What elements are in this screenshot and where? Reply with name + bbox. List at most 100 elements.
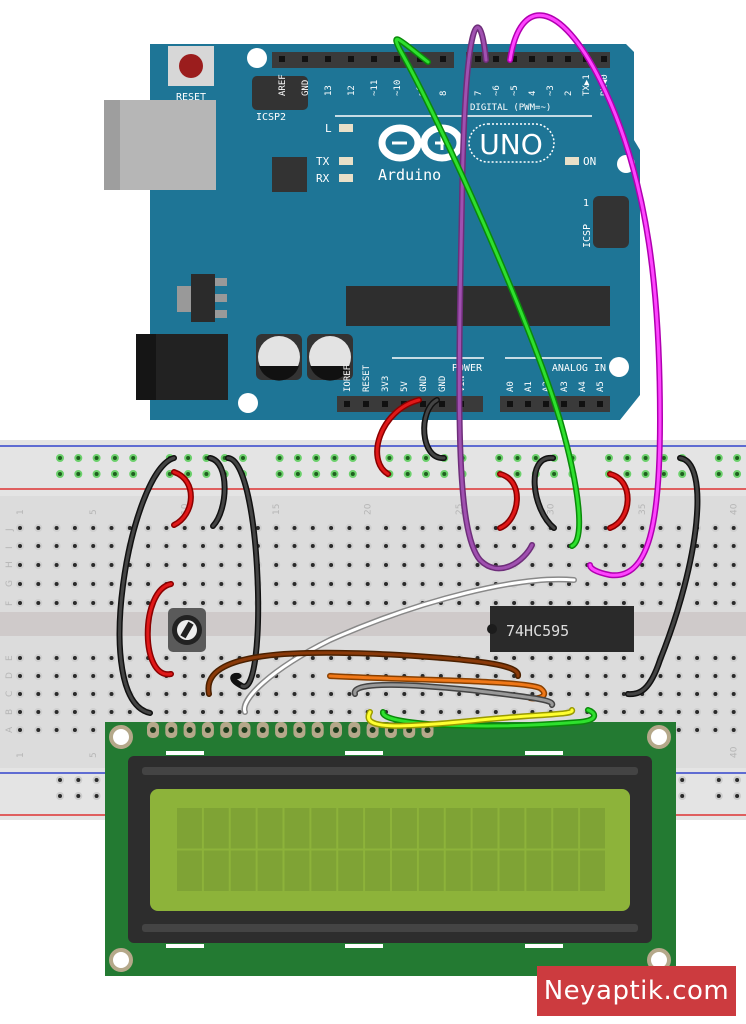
terminal-hole[interactable] [217,708,226,716]
terminal-hole[interactable] [363,580,372,588]
terminal-hole[interactable] [528,524,537,532]
terminal-hole[interactable] [601,599,610,607]
terminal-hole[interactable] [199,542,207,550]
analog-pin[interactable] [579,401,585,407]
terminal-hole[interactable] [674,690,683,698]
power-pin[interactable] [344,401,350,407]
rail-hole[interactable] [641,470,650,478]
terminal-hole[interactable] [217,524,226,532]
terminal-hole[interactable] [638,580,647,588]
terminal-hole[interactable] [473,708,482,716]
terminal-hole[interactable] [52,561,61,569]
terminal-hole[interactable] [601,672,610,680]
terminal-hole[interactable] [711,561,720,569]
terminal-hole[interactable] [601,690,610,698]
terminal-hole[interactable] [162,599,171,607]
digital-pin[interactable] [440,56,446,62]
terminal-hole[interactable] [235,690,244,698]
terminal-hole[interactable] [729,726,738,734]
terminal-hole[interactable] [565,672,573,680]
terminal-hole[interactable] [180,580,189,588]
terminal-hole[interactable] [382,561,390,569]
terminal-hole[interactable] [217,672,226,680]
rail-hole[interactable] [74,776,83,784]
terminal-hole[interactable] [693,599,702,607]
terminal-hole[interactable] [711,542,720,550]
digital-pin[interactable] [601,56,607,62]
terminal-hole[interactable] [70,708,79,716]
rail-hole[interactable] [129,470,138,478]
terminal-hole[interactable] [473,580,482,588]
terminal-hole[interactable] [546,654,555,662]
rail-hole[interactable] [495,454,504,462]
terminal-hole[interactable] [528,672,537,680]
terminal-hole[interactable] [199,580,207,588]
rail-hole[interactable] [733,454,742,462]
terminal-hole[interactable] [34,580,43,588]
terminal-hole[interactable] [34,726,43,734]
terminal-hole[interactable] [16,726,24,734]
terminal-hole[interactable] [436,708,445,716]
terminal-hole[interactable] [400,580,409,588]
terminal-hole[interactable] [711,654,720,662]
terminal-hole[interactable] [693,708,702,716]
terminal-hole[interactable] [619,654,628,662]
terminal-hole[interactable] [674,542,683,550]
terminal-hole[interactable] [693,726,702,734]
terminal-hole[interactable] [656,542,665,550]
terminal-hole[interactable] [16,599,24,607]
terminal-hole[interactable] [345,708,354,716]
terminal-hole[interactable] [565,690,573,698]
digital-pin[interactable] [279,56,285,62]
terminal-hole[interactable] [638,599,647,607]
rail-hole[interactable] [275,454,284,462]
terminal-hole[interactable] [327,580,336,588]
terminal-hole[interactable] [327,599,336,607]
terminal-hole[interactable] [125,672,134,680]
terminal-hole[interactable] [162,524,171,532]
terminal-hole[interactable] [363,542,372,550]
terminal-hole[interactable] [656,690,665,698]
terminal-hole[interactable] [711,599,720,607]
terminal-hole[interactable] [70,654,79,662]
terminal-hole[interactable] [546,599,555,607]
terminal-hole[interactable] [34,524,43,532]
terminal-hole[interactable] [89,654,98,662]
terminal-hole[interactable] [711,690,720,698]
terminal-hole[interactable] [16,524,24,532]
rail-hole[interactable] [330,470,339,478]
rail-hole[interactable] [714,454,723,462]
terminal-hole[interactable] [674,708,683,716]
rail-hole[interactable] [92,454,101,462]
rail-hole[interactable] [56,454,64,462]
terminal-hole[interactable] [510,524,519,532]
terminal-hole[interactable] [473,599,482,607]
terminal-hole[interactable] [235,542,244,550]
terminal-hole[interactable] [272,561,281,569]
terminal-hole[interactable] [510,654,519,662]
rail-hole[interactable] [312,454,321,462]
terminal-hole[interactable] [656,708,665,716]
terminal-hole[interactable] [491,542,500,550]
terminal-hole[interactable] [290,561,299,569]
terminal-hole[interactable] [180,524,189,532]
terminal-hole[interactable] [418,708,427,716]
terminal-hole[interactable] [125,599,134,607]
terminal-hole[interactable] [34,542,43,550]
terminal-hole[interactable] [327,561,336,569]
rail-hole[interactable] [129,454,138,462]
digital-pin[interactable] [348,56,354,62]
terminal-hole[interactable] [345,561,354,569]
terminal-hole[interactable] [52,690,61,698]
terminal-hole[interactable] [290,524,299,532]
terminal-hole[interactable] [217,580,226,588]
terminal-hole[interactable] [34,672,43,680]
terminal-hole[interactable] [345,690,354,698]
terminal-hole[interactable] [70,672,79,680]
terminal-hole[interactable] [34,561,43,569]
terminal-hole[interactable] [382,690,390,698]
terminal-hole[interactable] [729,580,738,588]
terminal-hole[interactable] [272,708,281,716]
terminal-hole[interactable] [583,654,592,662]
terminal-hole[interactable] [729,524,738,532]
